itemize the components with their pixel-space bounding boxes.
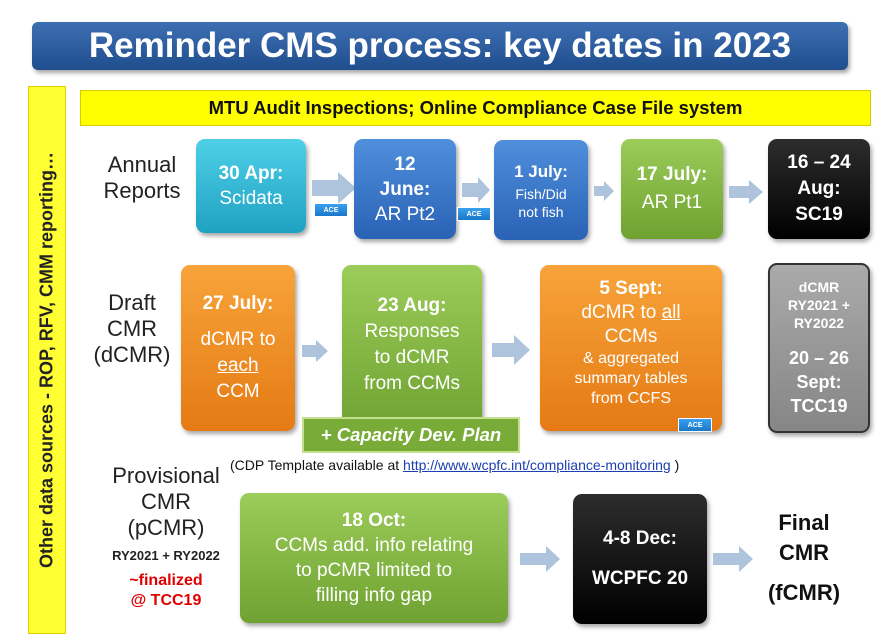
- ace-tag-2: ACE: [457, 207, 491, 221]
- mtu-audit-banner: MTU Audit Inspections; Online Compliance…: [80, 90, 871, 126]
- ace-tag-1: ACE: [314, 203, 348, 217]
- box-sc19: 16 – 24 Aug: SC19: [768, 139, 870, 239]
- box-wcpfc-20: 4-8 Dec: WCPFC 20: [573, 494, 707, 624]
- arrow-draft-1: [302, 340, 328, 362]
- side-data-sources-label: Other data sources - ROP, RFV, CMM repor…: [36, 151, 57, 569]
- arrow-annual-3: [594, 181, 614, 201]
- arrow-annual-1: [312, 172, 356, 204]
- ace-tag-3: ACE: [678, 418, 712, 432]
- arrow-annual-2: [462, 177, 490, 203]
- row-label-draft: Draft CMR (dCMR): [93, 290, 171, 367]
- arrow-provisional-2: [713, 546, 753, 572]
- box-18-oct-pcmr: 18 Oct: CCMs add. info relating to pCMR …: [240, 493, 508, 623]
- cdp-template-note: (CDP Template available at http://www.wc…: [230, 457, 680, 473]
- row-label-annual: Annual Reports: [103, 152, 181, 203]
- arrow-draft-2: [492, 335, 530, 365]
- arrow-provisional-1: [520, 546, 560, 572]
- arrow-annual-4: [729, 180, 763, 204]
- capacity-dev-plan-label: + Capacity Dev. Plan: [302, 417, 520, 453]
- box-17-july-ar-pt1: 17 July: AR Pt1: [621, 139, 723, 239]
- box-23-aug-responses: 23 Aug: Responses to dCMR from CCMs: [342, 265, 482, 431]
- side-data-sources-bar: Other data sources - ROP, RFV, CMM repor…: [28, 86, 66, 634]
- final-cmr-label: Final CMR (fCMR): [767, 510, 841, 605]
- box-1-july-fish: 1 July: Fish/Did not fish: [494, 140, 588, 240]
- box-tcc19: dCMR RY2021 + RY2022 20 – 26 Sept: TCC19: [768, 263, 870, 433]
- box-27-july-dcmr: 27 July: dCMR to each CCM: [181, 265, 295, 431]
- box-5-sept-dcmr-all: 5 Sept: dCMR to all CCMs & aggregated su…: [540, 265, 722, 431]
- box-30-apr-scidata: 30 Apr: Scidata: [196, 139, 306, 233]
- row-label-provisional: Provisional CMR (pCMR) RY2021 + RY2022 ~…: [112, 463, 220, 609]
- cdp-template-link[interactable]: http://www.wcpfc.int/compliance-monitori…: [403, 457, 671, 473]
- page-title: Reminder CMS process: key dates in 2023: [32, 22, 848, 70]
- box-12-june-ar-pt2: 12 June: AR Pt2: [354, 139, 456, 239]
